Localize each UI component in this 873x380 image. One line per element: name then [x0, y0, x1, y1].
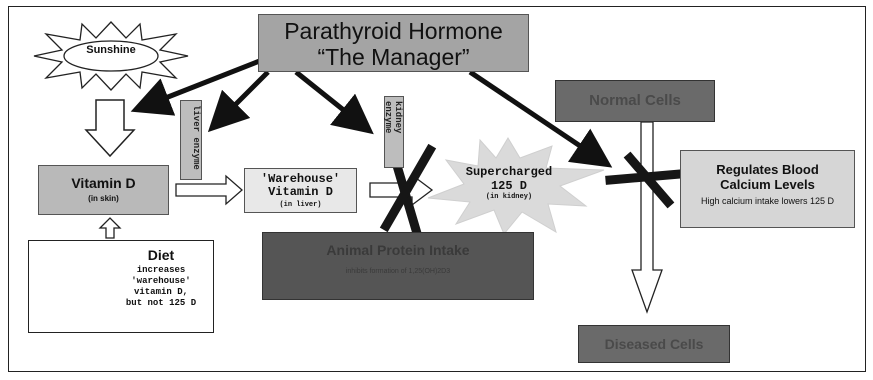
kidney-enzyme-label: kidney enzyme — [383, 96, 404, 168]
sun-to-vitamin-d-arrow — [84, 99, 136, 158]
regulates-calcium-box: Regulates Blood Calcium Levels High calc… — [680, 150, 855, 228]
inhibition-cross-cells — [605, 151, 685, 209]
warehouse-sub: (in liver) — [279, 201, 322, 209]
parathyroid-hormone-box: Parathyroid Hormone “The Manager” — [258, 14, 529, 72]
warehouse-vitamin-d-box: 'Warehouse' Vitamin D (in liver) — [244, 168, 357, 213]
pth-to-kidney-arrow — [294, 70, 374, 135]
diet-sub-line: vitamin D, — [133, 287, 188, 297]
supercharged-line1: Supercharged — [465, 165, 553, 179]
liver-enzyme-label: liver enzyme — [180, 100, 202, 180]
normal-to-diseased-arrow — [631, 121, 663, 314]
normal-cells-box: Normal Cells — [555, 80, 715, 122]
sun-icon — [33, 21, 189, 91]
pth-to-liver-arrow — [207, 70, 270, 133]
pth-subtitle: “The Manager” — [317, 44, 470, 70]
pth-title: Parathyroid Hormone — [284, 18, 503, 44]
diet-sub-line: 'warehouse' — [131, 276, 191, 286]
pth-to-sunshine-arrow — [130, 57, 263, 116]
diet-sub-line: increases — [136, 265, 186, 275]
animal-protein-box: Animal Protein Intake inhibits formation… — [262, 232, 534, 300]
diseased-cells-box: Diseased Cells — [578, 325, 730, 363]
diet-to-vitamin-d-arrow — [98, 217, 122, 239]
animal-protein-sub: inhibits formation of 1,25(OH)2D3 — [345, 268, 451, 275]
diet-sub: increases 'warehouse' vitamin D, but not… — [109, 265, 213, 309]
supercharged-label: Supercharged 125 D (in kidney) — [446, 165, 572, 202]
pth-to-cells-arrow — [468, 69, 613, 168]
vitamin-d-box: Vitamin D (in skin) — [38, 165, 169, 215]
regulates-line1: Regulates Blood — [716, 162, 819, 177]
animal-protein-title: Animal Protein Intake — [326, 242, 470, 258]
sunshine-label: Sunshine — [86, 44, 136, 56]
vitamin-d-sub: (in skin) — [88, 194, 119, 203]
warehouse-line2: Vitamin D — [268, 185, 333, 199]
diet-title: Diet — [147, 247, 175, 263]
pth-action-arrows — [130, 57, 613, 168]
diet-box: Diet increases 'warehouse' vitamin D, bu… — [28, 240, 214, 333]
vitamin-d-to-warehouse-arrow — [175, 174, 243, 206]
supercharged-line2: 125 D — [490, 179, 527, 193]
warehouse-line1: 'Warehouse' — [260, 172, 341, 186]
regulates-sub: High calcium intake lowers 125 D — [700, 196, 835, 206]
vitamin-d-title: Vitamin D — [71, 175, 136, 191]
regulates-line2: Calcium Levels — [720, 177, 815, 192]
diet-sub-line: but not 125 D — [125, 298, 197, 308]
supercharged-sub: (in kidney) — [485, 193, 533, 201]
